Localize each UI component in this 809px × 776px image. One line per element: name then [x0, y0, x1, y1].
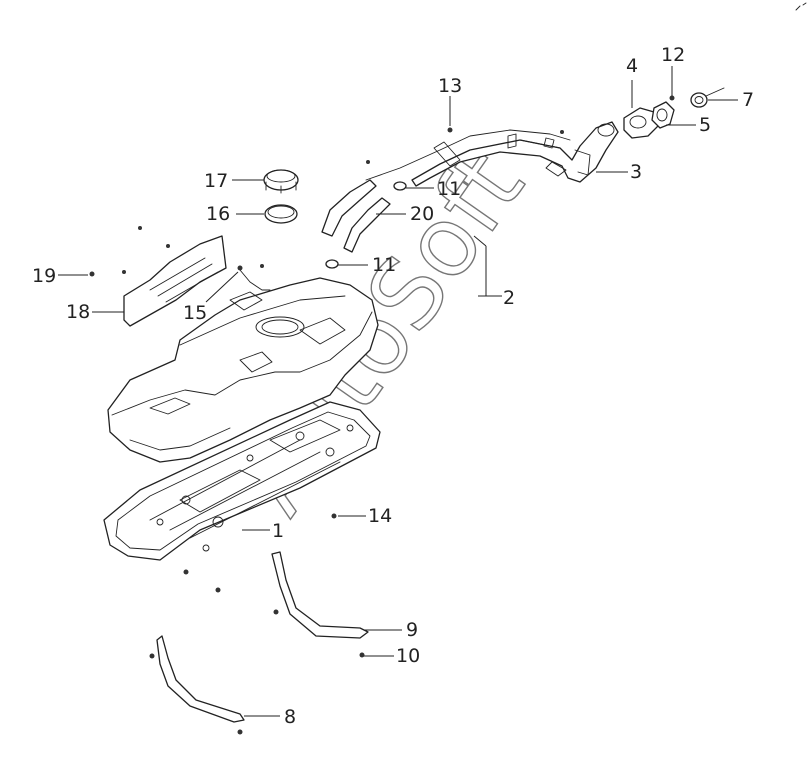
callout-7: 7 — [742, 89, 754, 111]
callout-13: 13 — [438, 75, 462, 97]
callout-10: 10 — [396, 645, 420, 667]
callout-8: 8 — [284, 706, 296, 728]
callout-3: 3 — [630, 161, 642, 183]
leader-lines — [58, 66, 738, 717]
callout-18: 18 — [66, 301, 90, 323]
fuel-cap — [690, 87, 725, 108]
vent-line — [365, 129, 571, 181]
callout-2: 2 — [503, 287, 515, 309]
seal-ring — [264, 204, 298, 224]
callout-16: 16 — [206, 203, 230, 225]
hose-clamp-upper — [393, 181, 407, 191]
hose-clamp-lower — [325, 259, 339, 269]
heat-shield — [122, 226, 227, 327]
lock-ring — [263, 169, 299, 194]
callout-20: 20 — [410, 203, 434, 225]
callout-1: 1 — [272, 520, 284, 542]
skid-plate — [103, 401, 381, 561]
callout-12: 12 — [661, 44, 685, 66]
corner-mark — [795, 2, 807, 11]
fuel-tank — [107, 277, 379, 463]
callout-5: 5 — [699, 114, 711, 136]
sensor-wire — [239, 269, 271, 291]
callout-14: 14 — [368, 505, 392, 527]
callout-19: 19 — [32, 265, 56, 287]
tank-strap-front — [156, 635, 245, 723]
filler-neck — [411, 121, 619, 187]
callout-9: 9 — [406, 619, 418, 641]
vent-line-clip — [433, 141, 461, 167]
callout-15: 15 — [183, 302, 207, 324]
callouts: 1 2 3 4 5 7 8 9 10 11 11 12 13 14 15 16 … — [32, 44, 754, 728]
fasteners — [89, 95, 675, 735]
gasket — [651, 101, 675, 129]
callout-11-upper: 11 — [437, 178, 461, 200]
callout-11-lower: 11 — [372, 254, 396, 276]
tank-strap-rear — [271, 551, 369, 639]
filler-housing — [623, 107, 659, 139]
callout-17: 17 — [204, 170, 228, 192]
sensor-bolt — [237, 265, 243, 271]
callout-4: 4 — [626, 55, 638, 77]
filler-hose — [321, 179, 391, 253]
